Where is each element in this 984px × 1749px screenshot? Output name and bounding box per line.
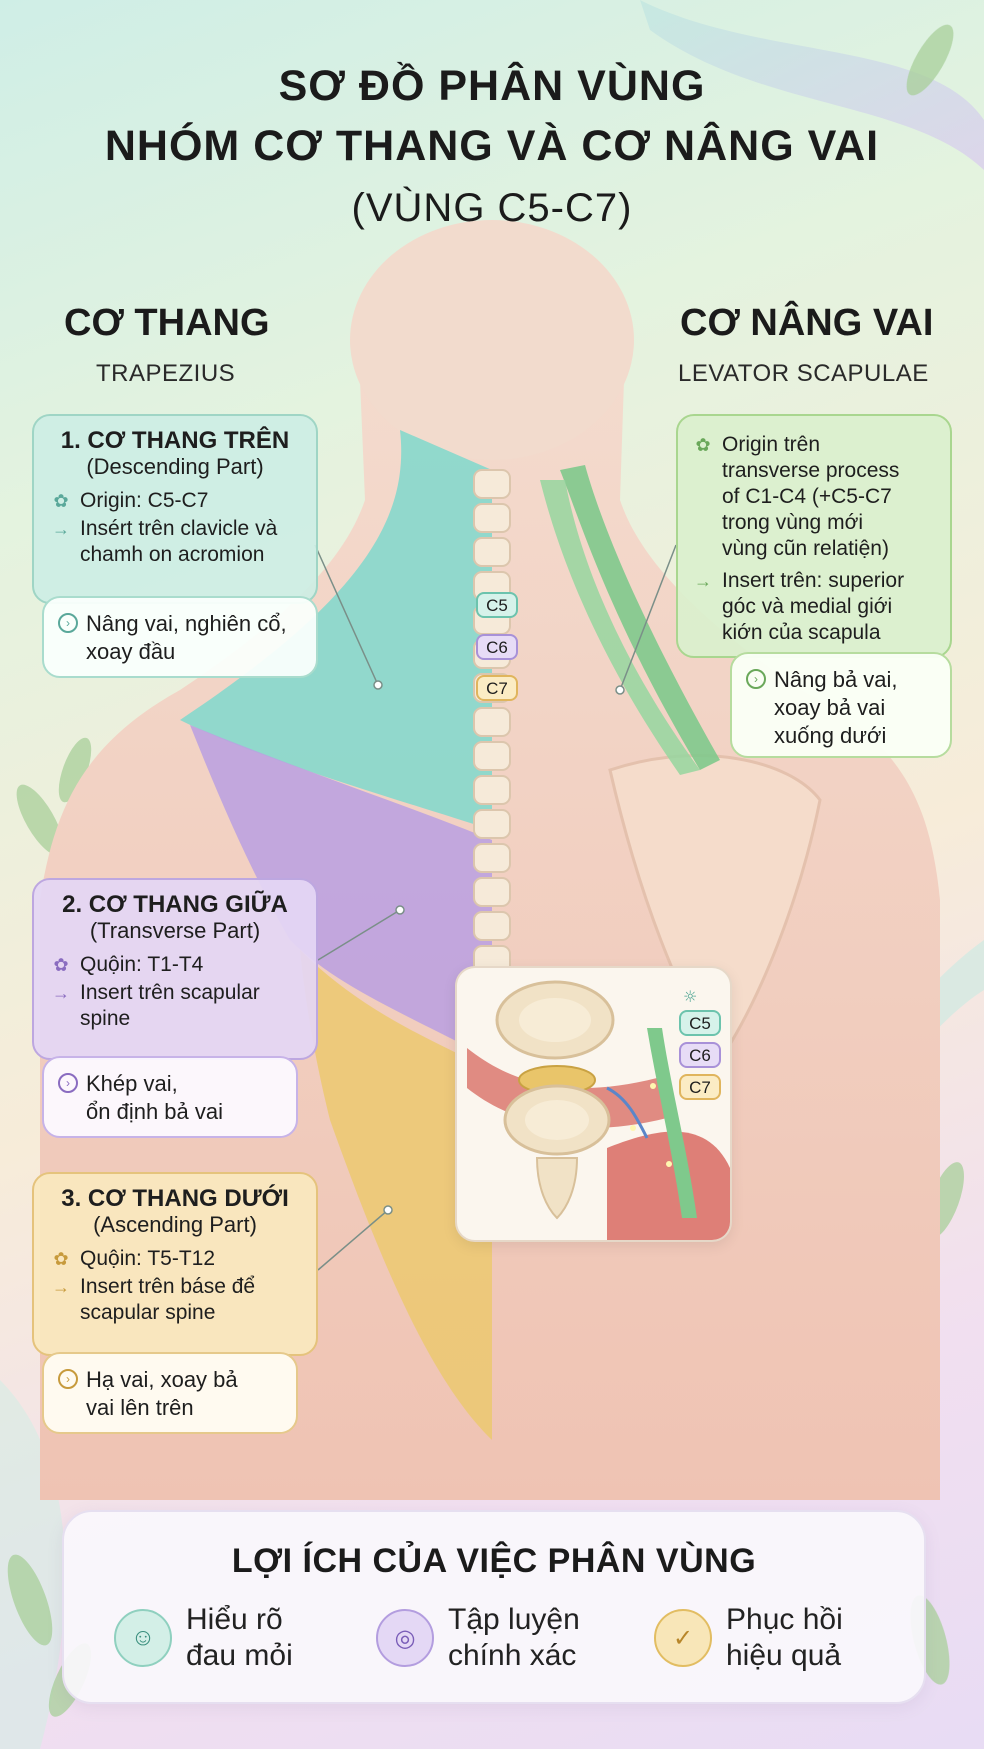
- vertebra-cross-section-inset: ☼ C5 C6 C7: [455, 966, 732, 1242]
- levator-action-3: xuống dưới: [774, 723, 887, 748]
- title-line-2: NHÓM CƠ THANG VÀ CƠ NÂNG VAI: [104, 122, 880, 170]
- chevron-right-icon: ›: [746, 669, 766, 689]
- upper-action-card: › Nâng vai, nghiên cổ, xoay đầu: [42, 596, 318, 678]
- middle-action-1: Khép vai,: [86, 1071, 178, 1096]
- benefit-1-line2: đau mỏi: [186, 1639, 293, 1672]
- spine: [473, 469, 511, 975]
- flower-icon: ✿: [695, 435, 711, 455]
- levator-origin-3: of C1-C4 (+C5-C7: [722, 485, 892, 508]
- title-line-1: SƠ ĐỒ PHÂN VÙNG: [278, 62, 706, 110]
- lower-action-2: vai lên trên: [86, 1395, 194, 1420]
- upper-subtitle: (Descending Part): [86, 454, 264, 479]
- head: [350, 220, 634, 460]
- trapezius-heading: CƠ THANG: [64, 302, 270, 344]
- leader-lines: [314, 544, 677, 1271]
- upper-trapezius-shape: [180, 430, 492, 830]
- middle-trapezius-shape: [190, 725, 492, 1060]
- trapezius-latin: TRAPEZIUS: [96, 360, 236, 387]
- levator-action-1: Nâng bả vai,: [774, 667, 898, 692]
- flower-icon: ✿: [53, 1249, 69, 1269]
- vertebra-label-c6: C6: [476, 634, 518, 660]
- arrow-right-icon: →: [694, 571, 712, 591]
- middle-action-2: ổn định bả vai: [86, 1099, 223, 1124]
- middle-action-card: › Khép vai, ổn định bả vai: [42, 1056, 298, 1138]
- lower-trapezius-card: 3. CƠ THANG DƯỚI (Ascending Part) ✿ Quộin…: [32, 1172, 318, 1356]
- inset-label-c7: C7: [679, 1074, 721, 1100]
- person-pain-icon: ☺: [114, 1609, 172, 1667]
- chevron-right-icon: ›: [58, 1369, 78, 1389]
- levator-origin-1: Origin trên: [722, 433, 821, 456]
- lower-subtitle: (Ascending Part): [93, 1212, 257, 1237]
- arrow-right-icon: →: [52, 1277, 70, 1297]
- lower-action-1: Hạ vai, xoay bả: [86, 1367, 238, 1392]
- inset-label-c5: C5: [679, 1010, 721, 1036]
- levator-action-2: xoay bả vai: [774, 695, 886, 720]
- levator-scapulae-shape: [560, 465, 720, 770]
- flower-icon: ✿: [53, 955, 69, 975]
- levator-insert-2: góc và medial giới: [722, 595, 893, 618]
- lower-insert-1: Insert trên báse để: [80, 1275, 256, 1298]
- levator-scapulae-card: ✿ Origin trên transverse process of C1-C…: [676, 414, 952, 658]
- upper-origin: Origin: C5-C7: [80, 489, 209, 512]
- lower-title: 3. CƠ THANG DƯỚI: [61, 1185, 289, 1212]
- upper-insert-1: Insért trên clavicle và: [80, 517, 278, 540]
- levator-origin-2: transverse process: [722, 459, 900, 482]
- flower-icon: ✿: [53, 491, 69, 511]
- levator-insert-3: kiớn của scapula: [722, 621, 881, 644]
- middle-title: 2. CƠ THANG GIỮA: [62, 891, 288, 918]
- levator-origin-4: trong vùng mới: [722, 511, 864, 534]
- middle-insert-2: spine: [80, 1007, 131, 1030]
- benefit-2-line2: chính xác: [448, 1639, 577, 1672]
- lower-trapezius-shape: [300, 950, 492, 1440]
- benefit-2-line1: Tập luyện: [448, 1603, 580, 1636]
- shield-hand-icon: ✓: [654, 1609, 712, 1667]
- middle-origin: Quộin: T1-T4: [80, 953, 204, 976]
- vertebra-label-c7: C7: [476, 675, 518, 701]
- chevron-right-icon: ›: [58, 613, 78, 633]
- cross-section-illustration: ☼: [467, 980, 730, 1240]
- chevron-right-icon: ›: [58, 1073, 78, 1093]
- upper-trapezius-card: 1. CƠ THANG TRÊN (Descending Part) ✿ Orig…: [32, 414, 318, 604]
- benefit-3-line2: hiệu quả: [726, 1639, 842, 1672]
- lower-origin: Quộin: T5-T12: [80, 1247, 216, 1270]
- lower-action-card: › Hạ vai, xoay bả vai lên trên: [42, 1352, 298, 1434]
- upper-title: 1. CƠ THANG TRÊN: [60, 427, 290, 454]
- ribbon-top-right: [640, 0, 984, 170]
- arrow-right-icon: →: [52, 519, 70, 539]
- levator-action-card: › Nâng bả vai, xoay bả vai xuống dưới: [730, 652, 952, 758]
- right-scapula: [608, 754, 822, 1063]
- levator-insert-1: Insert trên: superior: [722, 569, 905, 592]
- inset-label-c6: C6: [679, 1042, 721, 1068]
- upper-action-2: xoay đầu: [86, 639, 176, 664]
- levator-heading: CƠ NÂNG VAI: [680, 302, 934, 344]
- upper-action-1: Nâng vai, nghiên cổ,: [86, 611, 287, 636]
- middle-trapezius-card: 2. CƠ THANG GIỮA (Transverse Part) ✿ Quội…: [32, 878, 318, 1060]
- arrow-right-icon: →: [52, 983, 70, 1003]
- upper-insert-2: chamh on acromion: [80, 543, 265, 566]
- middle-insert-1: Insert trên scapular: [80, 981, 260, 1004]
- vertebra-label-c5: C5: [476, 592, 518, 618]
- lower-insert-2: scapular spine: [80, 1301, 216, 1324]
- middle-subtitle: (Transverse Part): [89, 918, 261, 943]
- lightbulb-icon: ☼: [683, 987, 697, 1006]
- title-line-3: (VÙNG C5-C7): [351, 186, 633, 230]
- levator-latin: LEVATOR SCAPULAE: [678, 360, 929, 387]
- benefits-title: LỢI ÍCH CỦA VIỆC PHÂN VÙNG: [231, 1542, 757, 1580]
- benefit-3-line1: Phục hồi: [726, 1603, 843, 1636]
- benefit-1-line1: Hiểu rõ: [186, 1603, 283, 1636]
- target-icon: ◎: [376, 1609, 434, 1667]
- levator-origin-5: vùng cũn relatiện): [722, 537, 889, 560]
